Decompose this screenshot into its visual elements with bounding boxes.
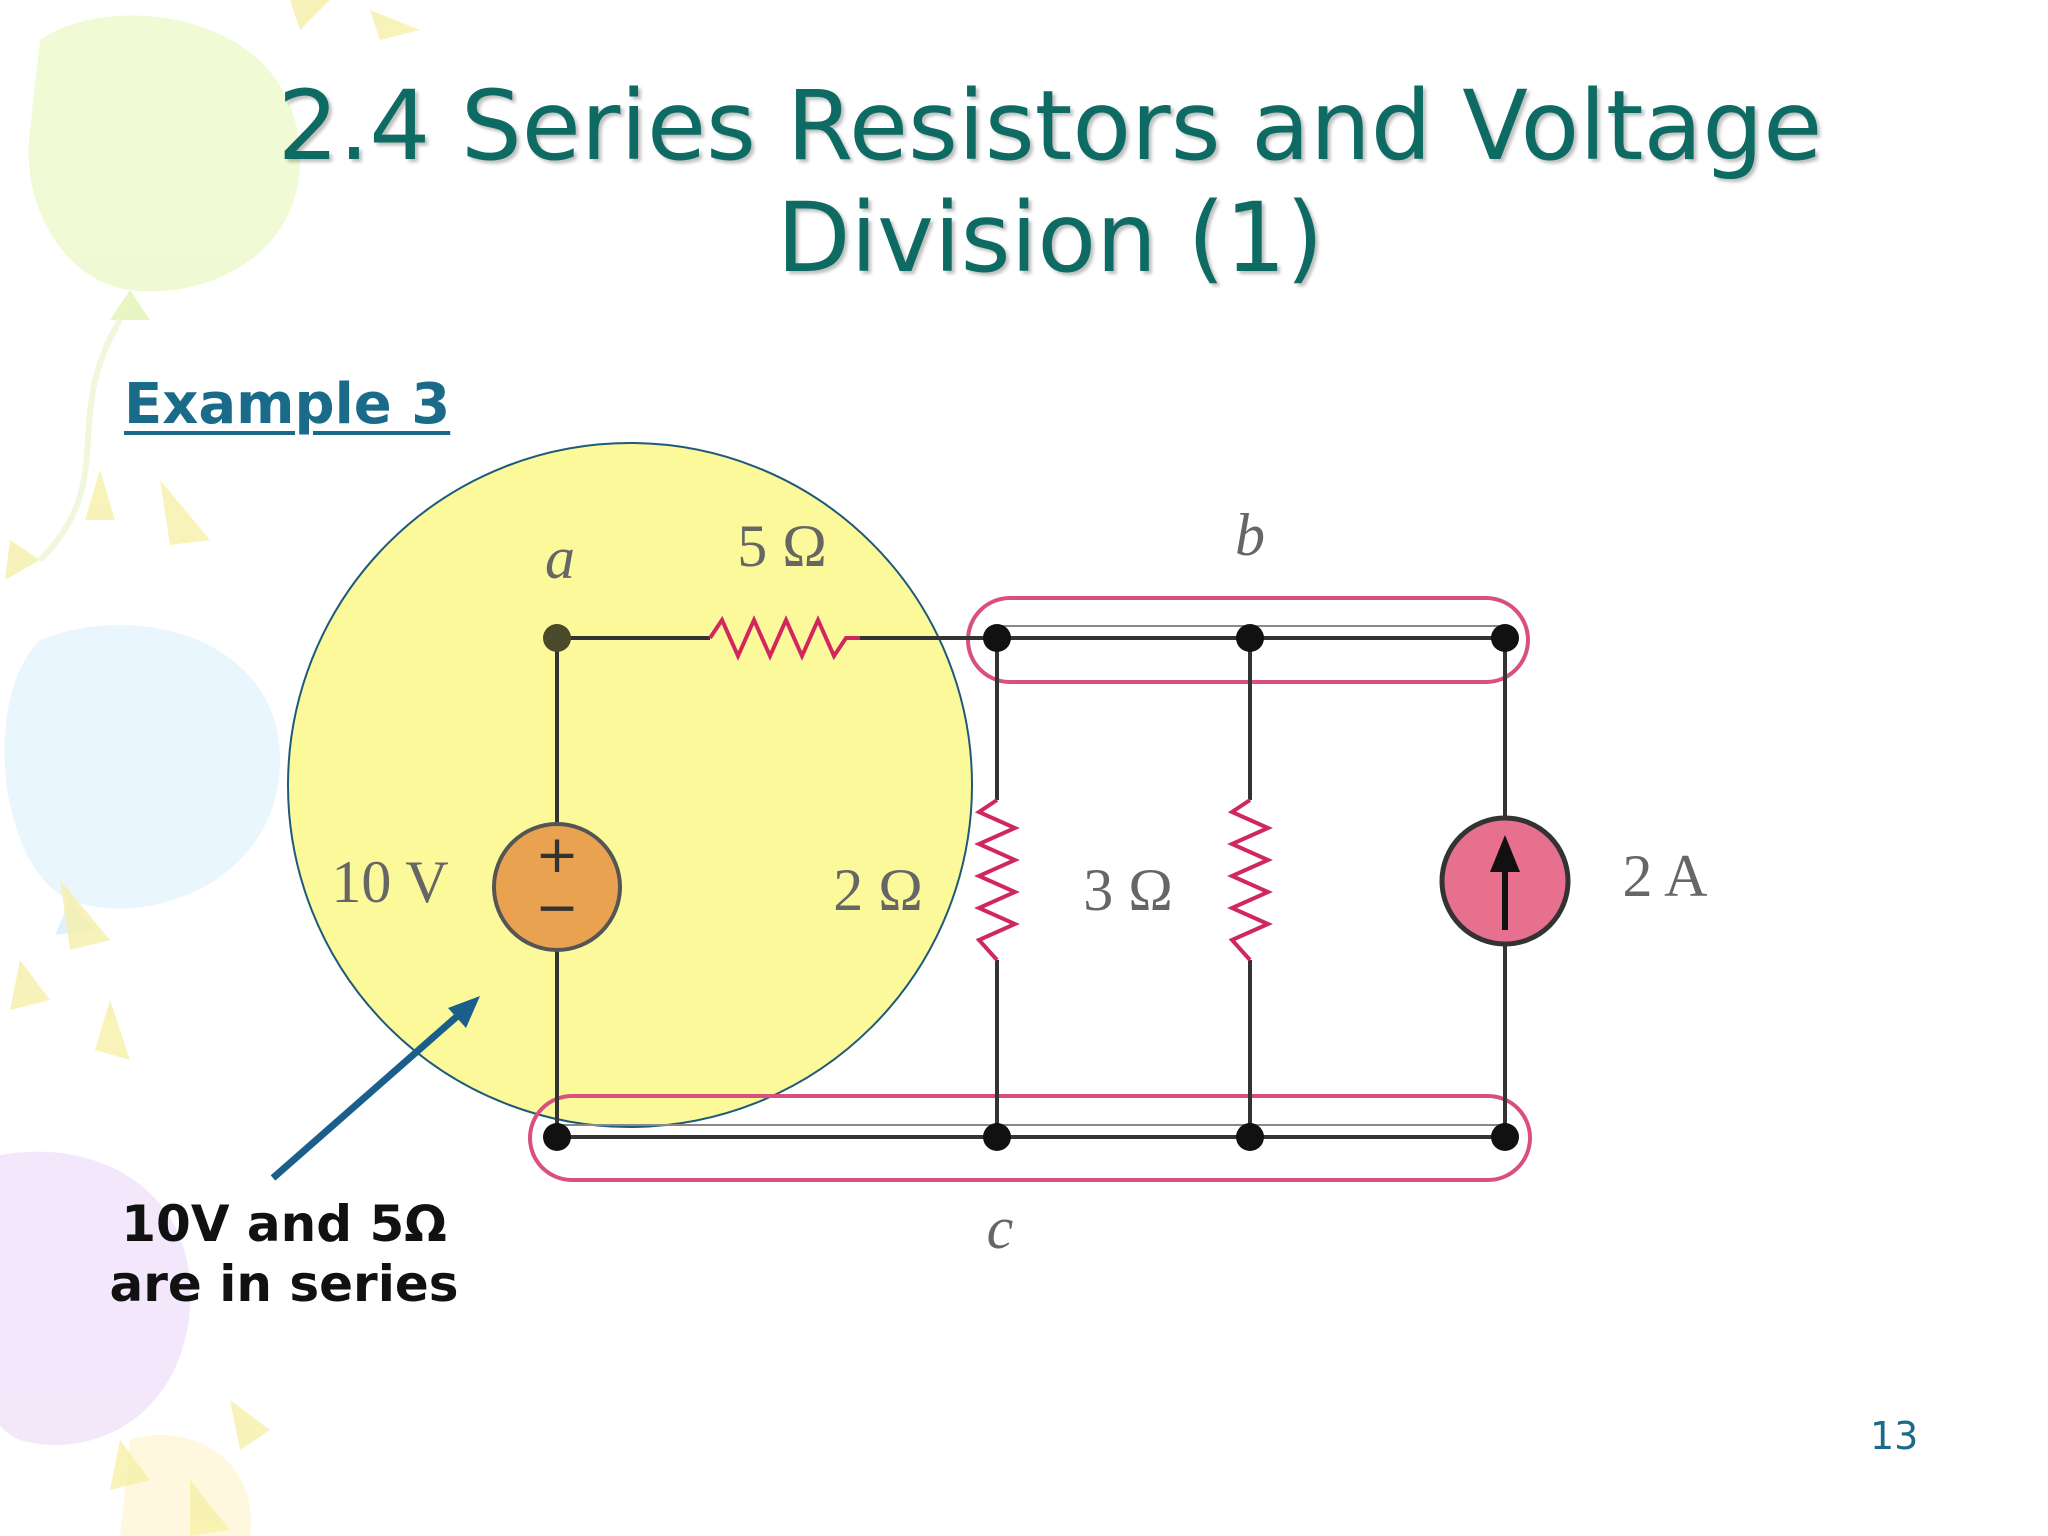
slide-title-line-1: 2.4 Series Resistors and Voltage	[277, 70, 1823, 182]
callout-arrow	[270, 996, 480, 1181]
example-label: Example 3	[124, 372, 451, 437]
voltage-source-plus: +	[535, 825, 579, 885]
voltage-source-minus: −	[535, 878, 579, 938]
junction-dots	[543, 624, 1519, 1151]
slide-title: 2.4 Series Resistors and Voltage Divisio…	[120, 70, 1980, 294]
resistor-2-ohm	[974, 798, 1020, 962]
voltage-source-label: 10 V	[331, 849, 448, 915]
wires	[555, 636, 1507, 1139]
resistor-3-ohm-label: 3 Ω	[1083, 857, 1173, 923]
highlight-circle	[287, 442, 973, 1128]
series-callout: 10V and 5Ω are in series	[84, 1194, 484, 1314]
resistor-5-ohm	[708, 615, 860, 661]
page-number: 13	[1870, 1414, 1919, 1458]
current-source-label: 2 A	[1622, 843, 1707, 909]
resistor-2-ohm-label: 2 Ω	[833, 857, 923, 923]
resistor-5-ohm-label: 5 Ω	[737, 513, 827, 579]
resistor-3-ohm	[1227, 798, 1273, 962]
node-c-label: c	[987, 1195, 1014, 1261]
arrow-up-icon	[1490, 835, 1520, 872]
node-a-label: a	[545, 525, 575, 591]
series-callout-line-1: 10V and 5Ω	[121, 1195, 447, 1253]
voltage-source: + −	[492, 822, 622, 952]
series-callout-line-2: are in series	[109, 1255, 459, 1313]
node-b-label: b	[1235, 502, 1265, 568]
slide-title-line-2: Division (1)	[776, 182, 1324, 294]
node-c-outline	[528, 1094, 1532, 1182]
current-source	[1439, 815, 1571, 947]
